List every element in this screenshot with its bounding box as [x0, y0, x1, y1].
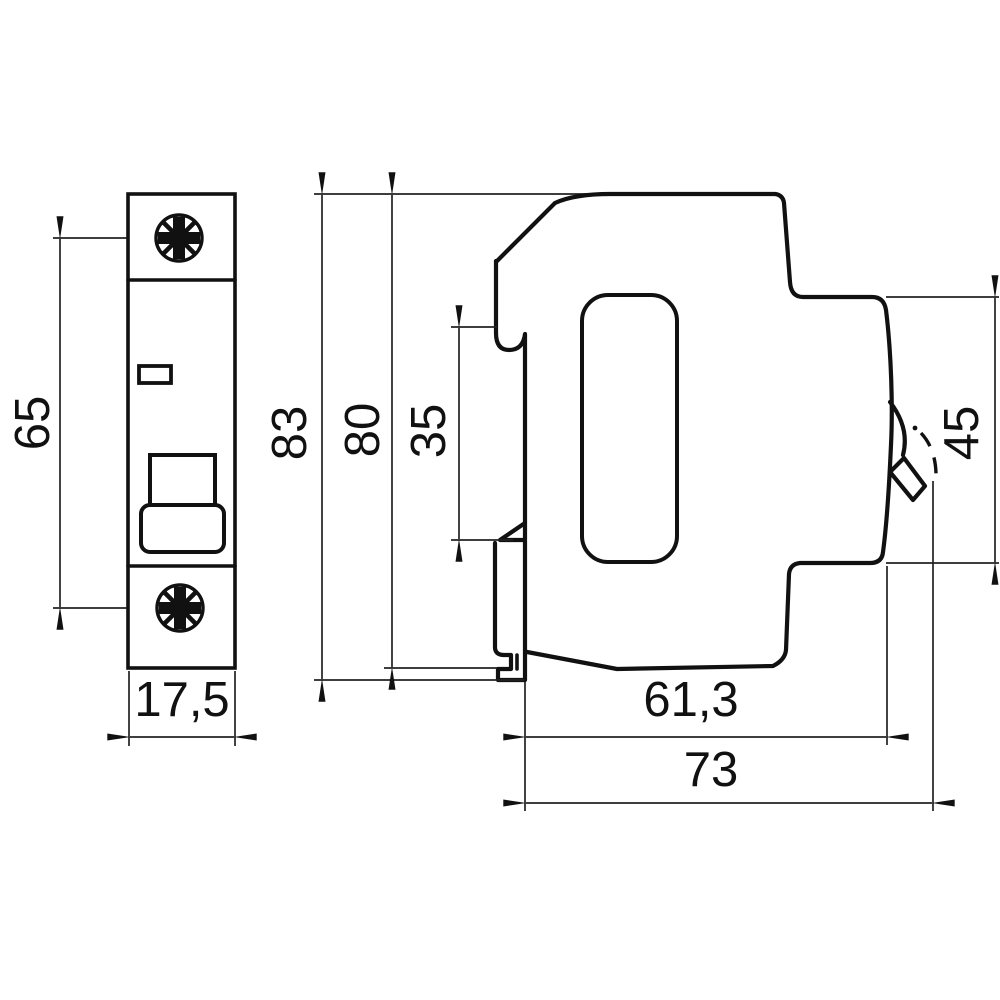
dim-label-din-slot: 35 — [402, 404, 456, 459]
din-clip — [492, 538, 528, 683]
front-view: 65 17,5 — [6, 192, 257, 746]
side-recess — [580, 293, 679, 564]
dimension-65: 65 — [6, 216, 180, 630]
lever-travel-arc-dashed — [919, 431, 938, 481]
indicator-window — [137, 364, 173, 385]
screw-icon-bottom — [157, 585, 203, 631]
dim-label-overall-depth: 73 — [684, 743, 739, 797]
dimension-61-3: 61,3 — [503, 566, 909, 811]
dim-label-screw-spacing: 65 — [6, 396, 60, 451]
toggle-switch-front — [139, 453, 226, 554]
screw-icon-top — [156, 215, 202, 261]
dimension-35: 35 — [402, 305, 513, 562]
lever-travel-dot — [912, 425, 918, 431]
breaker-side-outline — [493, 191, 894, 672]
toggle-lever — [887, 399, 938, 503]
lever-handle — [887, 455, 928, 503]
lever-arc — [887, 399, 907, 458]
dim-label-case-depth: 61,3 — [643, 673, 738, 727]
din-clip-latch — [497, 520, 528, 543]
side-view: 83 80 35 45 61,3 — [263, 172, 999, 811]
dimension-83: 83 — [263, 172, 524, 702]
dimension-80: 80 — [336, 172, 497, 690]
dimension-45: 45 — [886, 275, 999, 585]
dim-label-case-height: 80 — [336, 403, 390, 458]
din-hook — [493, 258, 528, 526]
dim-label-front-width: 17,5 — [134, 673, 229, 727]
dimension-73: 73 — [503, 481, 955, 811]
dimension-17-5: 17,5 — [107, 671, 257, 746]
dim-label-front-face: 45 — [935, 406, 989, 461]
toggle-handle — [148, 453, 217, 507]
dim-label-overall-height: 83 — [263, 406, 317, 461]
toggle-base — [139, 503, 226, 554]
